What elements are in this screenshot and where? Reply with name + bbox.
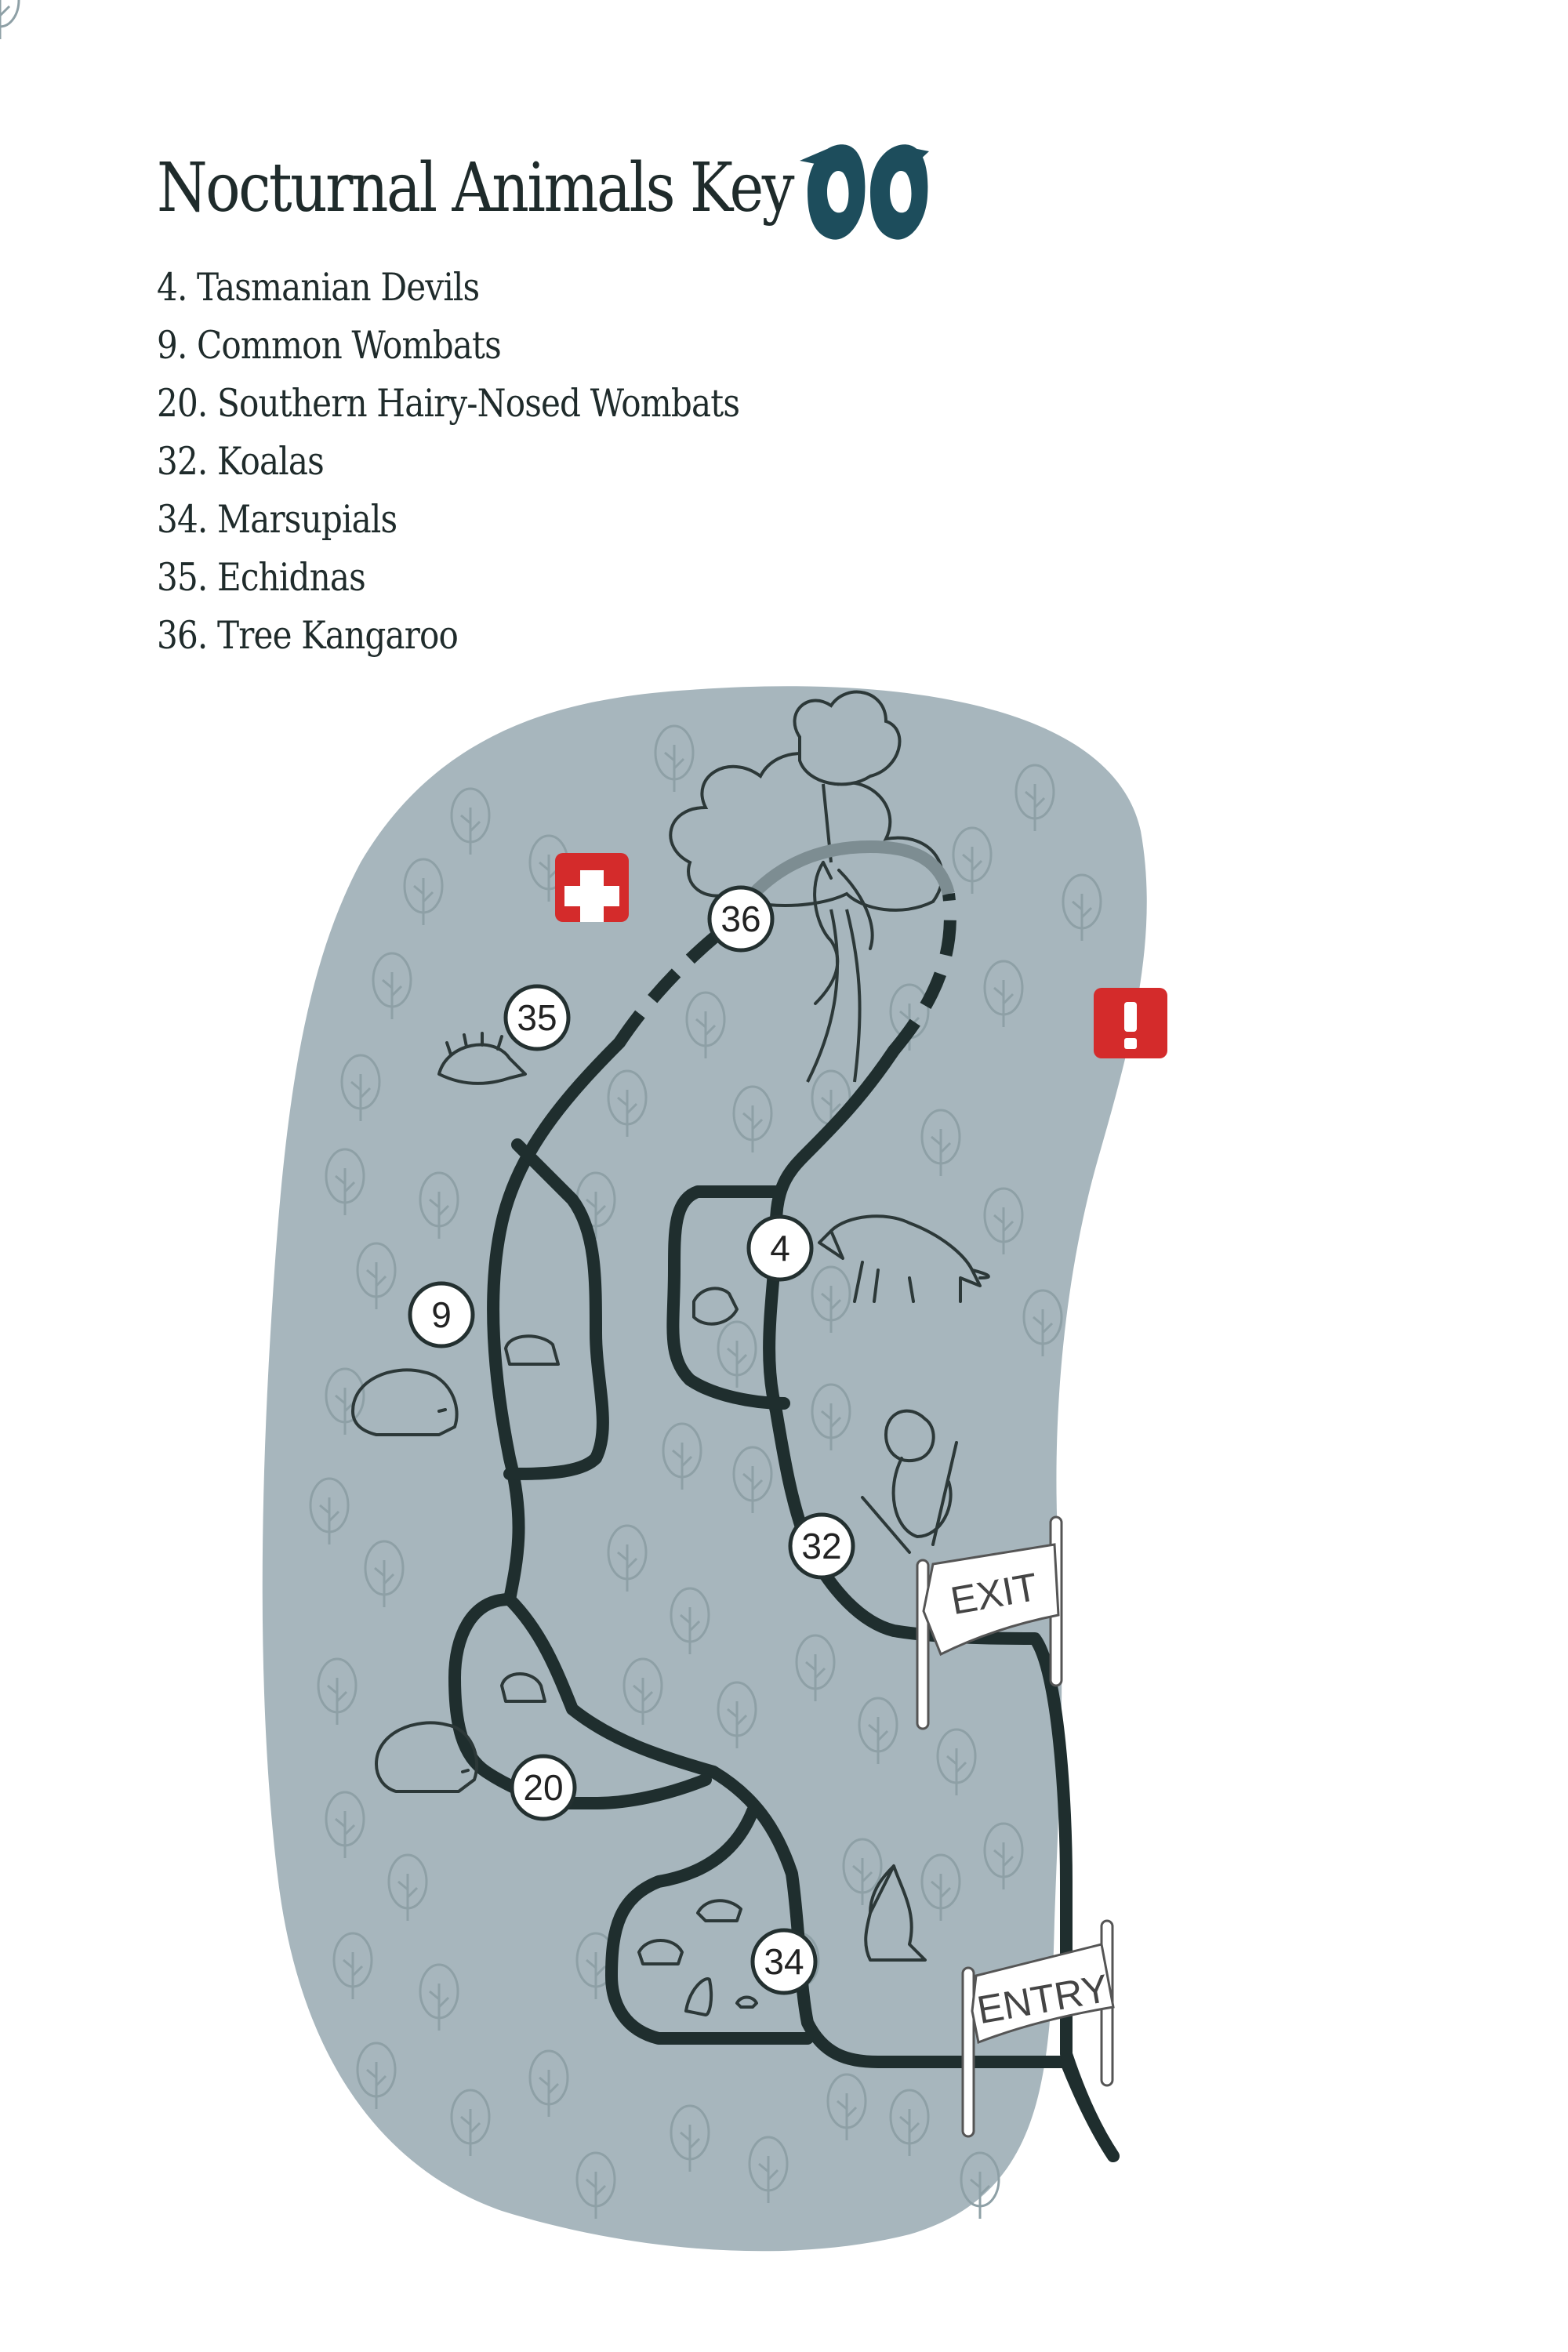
stop-35[interactable]: 35 xyxy=(503,984,571,1051)
koala-icon xyxy=(861,1409,958,1554)
eucalyptus-tree-icon xyxy=(669,690,944,1083)
exit-sign[interactable]: EXIT xyxy=(916,1515,1063,1730)
stop-label-35: 35 xyxy=(517,997,557,1038)
stop-label-34: 34 xyxy=(764,1941,804,1982)
key-item-marsupials: 34. Marsupials xyxy=(157,497,397,542)
key-list: 4. Tasmanian Devils 9. Common Wombats 20… xyxy=(157,259,834,665)
first-aid-icon[interactable] xyxy=(555,853,629,922)
key-item-southern-hairy-nosed-wombats: 20. Southern Hairy-Nosed Wombats xyxy=(157,381,740,426)
eyes-logo-icon xyxy=(800,144,929,240)
key-item-tasmanian-devils: 4. Tasmanian Devils xyxy=(157,265,480,310)
key-title: Nocturnal Animals Key xyxy=(157,149,795,227)
tree-pattern xyxy=(0,0,20,39)
map-area xyxy=(262,686,1147,2252)
key-item-common-wombats: 9. Common Wombats xyxy=(157,323,502,368)
stop-34[interactable]: 34 xyxy=(750,1928,818,1995)
stop-9[interactable]: 9 xyxy=(408,1281,475,1348)
stop-label-4: 4 xyxy=(770,1228,790,1269)
key-item-echidnas: 35. Echidnas xyxy=(157,555,366,600)
key-item-koalas: 32. Koalas xyxy=(157,439,325,484)
key-item-tree-kangaroo: 36. Tree Kangaroo xyxy=(157,613,459,658)
southern-hairy-nosed-wombat-icon xyxy=(375,1672,546,1793)
stop-4[interactable]: 4 xyxy=(746,1214,814,1282)
stop-36[interactable]: 36 xyxy=(707,885,775,953)
stop-32[interactable]: 32 xyxy=(788,1512,855,1580)
stop-label-36: 36 xyxy=(720,898,760,939)
tasmanian-devil-icon xyxy=(692,1214,990,1326)
entry-sign[interactable]: ENTRY xyxy=(961,1919,1115,2138)
echidna-icon xyxy=(437,1032,527,1085)
common-wombat-icon xyxy=(351,1334,560,1436)
marsupials-icon xyxy=(637,1864,927,2016)
stop-20[interactable]: 20 xyxy=(510,1754,577,1821)
stop-label-20: 20 xyxy=(523,1767,563,1808)
stop-label-9: 9 xyxy=(431,1294,452,1335)
stop-label-32: 32 xyxy=(801,1526,841,1566)
tree-kangaroo-icon xyxy=(813,861,874,1005)
warning-icon[interactable] xyxy=(1094,988,1167,1058)
